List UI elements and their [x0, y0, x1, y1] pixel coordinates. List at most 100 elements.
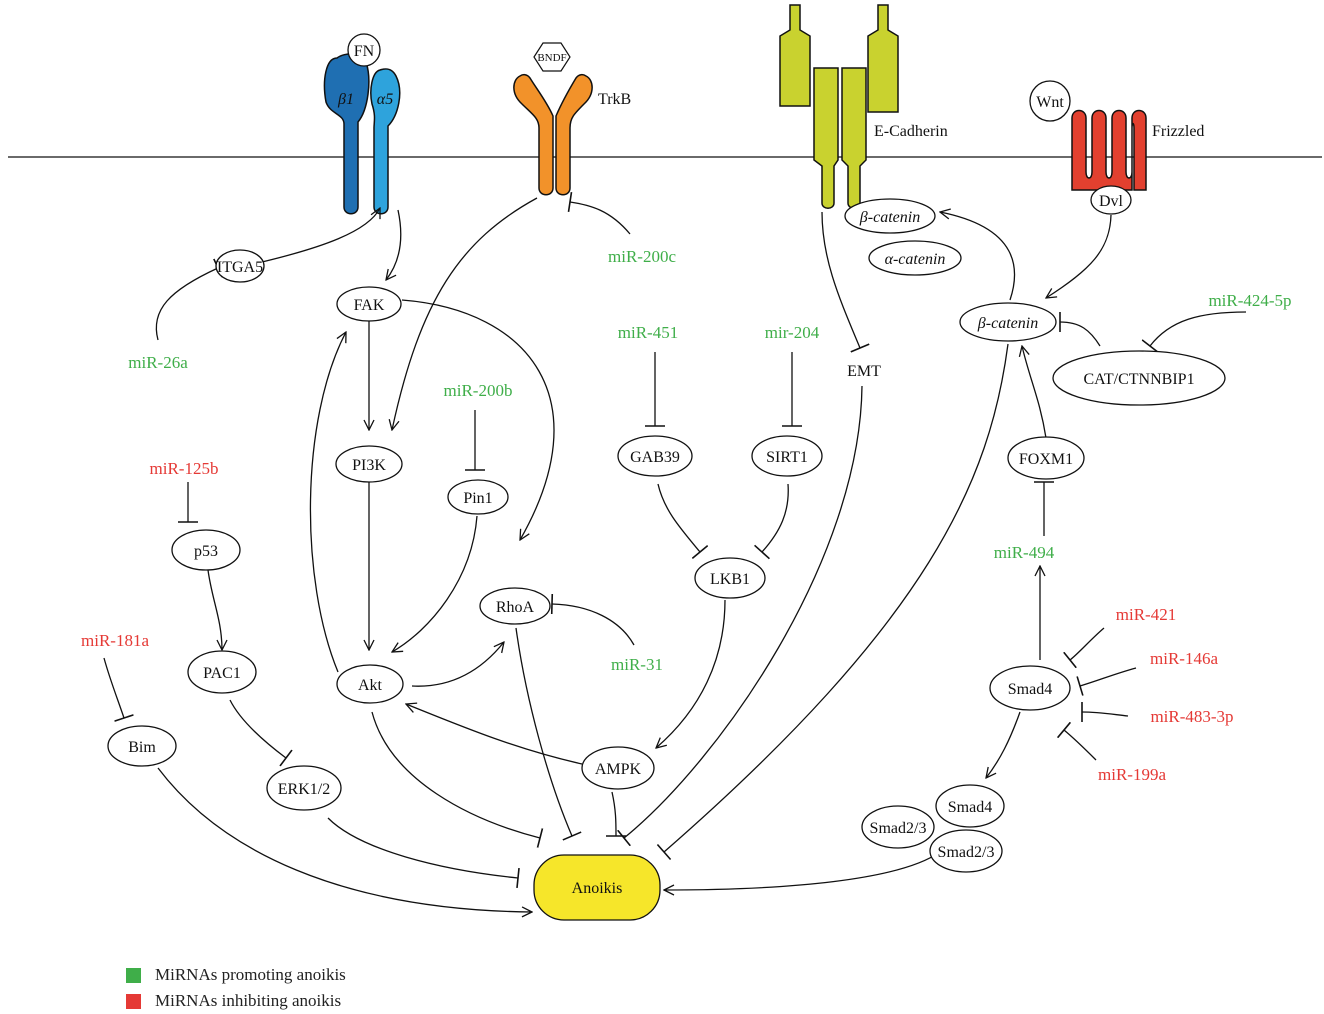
dvl-label: Dvl: [1099, 193, 1124, 210]
integrin-receptor: FN β1 α5: [323, 33, 401, 215]
integrin-alpha5: [370, 68, 401, 215]
svg-text:Pin1: Pin1: [463, 490, 492, 507]
edge-smad4-to-complex: [986, 711, 1021, 778]
node-alpha-catenin: α-catenin: [868, 240, 962, 276]
frizzled-body: [1071, 109, 1147, 191]
edge-bim-to-anoikis: [157, 767, 532, 912]
node-gab39: GAB39: [617, 435, 693, 477]
edge-akt-inhibits-anoikis: [371, 711, 544, 848]
legend: MiRNAs promoting anoikis MiRNAs inhibiti…: [126, 962, 346, 1014]
frizzled-receptor: Wnt Frizzled Dvl: [1029, 80, 1204, 215]
beta1-label: β1: [337, 91, 354, 108]
alpha5-label: α5: [377, 91, 393, 108]
pathway-nodes: ITGA5 FAK PI3K Pin1 Akt RhoA GAB39 SIRT1…: [107, 198, 1226, 921]
edge-dvl-to-bcatenin: [1046, 214, 1112, 298]
svg-text:Anoikis: Anoikis: [572, 880, 623, 897]
svg-text:ERK1/2: ERK1/2: [278, 781, 330, 798]
svg-text:p53: p53: [194, 543, 218, 560]
trkb-right-arm: [555, 73, 593, 196]
edge-integrin-to-fak: [386, 209, 402, 280]
e-cadherin-top-right: [867, 4, 899, 113]
svg-text:FAK: FAK: [354, 297, 385, 314]
svg-text:LKB1: LKB1: [710, 571, 750, 588]
node-lkb1: LKB1: [694, 557, 766, 599]
bndf-ligand: [533, 42, 571, 72]
mirna-mir-125b: miR-125b: [150, 459, 219, 478]
edge-ampk-to-akt: [406, 704, 583, 765]
node-p53: p53: [171, 529, 241, 571]
node-ampk: AMPK: [581, 746, 655, 790]
edge-gab39-inhibits-lkb1: [657, 483, 709, 560]
edge-mir424-inhibits-cat: [1141, 311, 1247, 353]
edge-itga5-to-integrin: [261, 208, 380, 263]
mirna-mir-31: miR-31: [611, 655, 663, 674]
node-bim: Bim: [107, 725, 177, 767]
e-cadherin-top-left: [779, 4, 811, 107]
edge-mir200c-inhibits-trkb: [567, 191, 631, 235]
legend-inhibiting: MiRNAs inhibiting anoikis: [126, 988, 346, 1014]
node-pac1: PAC1: [187, 650, 257, 694]
mirna-mir-26a: miR-26a: [128, 353, 188, 372]
e-cadherin-receptor: E-Cadherin: [779, 4, 948, 209]
mirna-labels: miR-26a miR-200c miR-451 mir-204 miR-424…: [81, 247, 1292, 784]
svg-text:GAB39: GAB39: [630, 449, 680, 466]
edge-bcatenin-inhibits-anoikis: [656, 343, 1009, 861]
svg-text:Bim: Bim: [128, 739, 156, 756]
inhibition-edges: [103, 191, 1247, 889]
edge-complex-to-anoikis: [664, 851, 941, 890]
edge-fak-to-rhoa: [401, 299, 555, 540]
svg-text:Akt: Akt: [358, 677, 383, 694]
edge-mir421-inhibits-smad4: [1063, 627, 1105, 669]
node-erk12: ERK1/2: [266, 765, 342, 811]
edge-sirt1-inhibits-lkb1: [754, 483, 789, 560]
e-cadherin-right: [841, 67, 867, 209]
trkb-label: TrkB: [598, 91, 631, 108]
svg-text:Smad4: Smad4: [1008, 681, 1052, 698]
svg-text:FOXM1: FOXM1: [1019, 451, 1073, 468]
svg-text:AMPK: AMPK: [595, 761, 642, 778]
mirna-mir-199a: miR-199a: [1098, 765, 1166, 784]
edge-mir26a-inhibits-itga5: [155, 258, 223, 341]
svg-text:β-catenin: β-catenin: [859, 209, 920, 226]
node-rhoa: RhoA: [479, 587, 551, 625]
node-cat-ctnnbip1: CAT/CTNNBIP1: [1052, 350, 1226, 406]
trkb-receptor: BNDF TrkB: [513, 42, 631, 196]
mirna-mir-200c: miR-200c: [608, 247, 676, 266]
dvl-node: [1090, 185, 1132, 215]
svg-text:EMT: EMT: [847, 363, 881, 380]
edge-pac1-inhibits-erk: [229, 699, 293, 767]
edge-emt-inhibits-anoikis: [617, 385, 863, 847]
node-foxm1: FOXM1: [1007, 436, 1085, 480]
integrin-beta1: [323, 53, 370, 215]
svg-text:PI3K: PI3K: [352, 457, 386, 474]
complex-smad4-label: Smad4: [948, 799, 992, 816]
edge-ecad-inhibits-emt: [821, 211, 870, 353]
legend-promoting-swatch: [126, 967, 141, 983]
svg-text:PAC1: PAC1: [203, 665, 241, 682]
svg-text:CAT/CTNNBIP1: CAT/CTNNBIP1: [1083, 371, 1194, 388]
svg-text:SIRT1: SIRT1: [766, 449, 808, 466]
svg-text:α-catenin: α-catenin: [885, 251, 946, 268]
node-itga5: ITGA5: [215, 249, 265, 283]
edge-mir31-inhibits-rhoa: [550, 593, 635, 646]
edge-lkb1-to-ampk: [656, 599, 726, 748]
edge-akt-to-rhoa: [411, 642, 504, 687]
edge-pin1-to-akt: [392, 515, 478, 652]
fn-label: FN: [354, 43, 375, 60]
node-pin1: Pin1: [447, 479, 509, 515]
edge-mir181a-inhibits-bim: [103, 657, 134, 722]
mirna-mir-483-3p: miR-483-3p: [1150, 707, 1233, 726]
complex-smad23-right-label: Smad2/3: [938, 844, 995, 861]
mirna-mir-181a: miR-181a: [81, 631, 149, 650]
node-emt: EMT: [847, 363, 881, 380]
edge-mir146a-inhibits-smad4: [1076, 667, 1137, 696]
legend-promoting: MiRNAs promoting anoikis: [126, 962, 346, 988]
svg-text:ITGA5: ITGA5: [217, 259, 263, 276]
mirna-mir-204: mir-204: [765, 323, 820, 342]
e-cadherin-label: E-Cadherin: [874, 123, 948, 140]
edge-mir483-inhibits-smad4: [1081, 701, 1129, 723]
mirna-mir-146a: miR-146a: [1150, 649, 1218, 668]
legend-inhibiting-label: MiRNAs inhibiting anoikis: [155, 991, 342, 1010]
node-beta-catenin: β-catenin: [959, 302, 1057, 342]
legend-inhibiting-swatch: [126, 993, 141, 1009]
